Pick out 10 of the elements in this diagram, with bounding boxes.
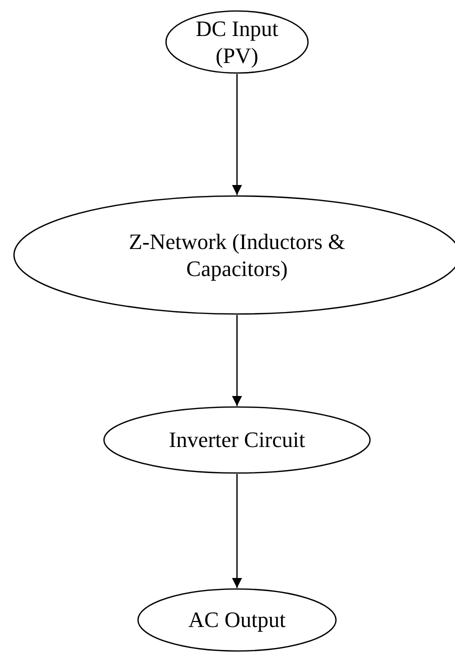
ellipse-node [165, 10, 309, 74]
node-label: AC Output [188, 606, 286, 634]
arrow [232, 315, 242, 406]
arrow [232, 74, 242, 195]
node-label: Inverter Circuit [168, 426, 306, 454]
node-label: DC Input (PV) [194, 14, 280, 70]
arrow [232, 474, 242, 588]
ellipse-node [137, 588, 337, 652]
ellipse-node [103, 406, 371, 474]
node-label: Z-Network (Inductors & Capacitors) [128, 228, 346, 282]
